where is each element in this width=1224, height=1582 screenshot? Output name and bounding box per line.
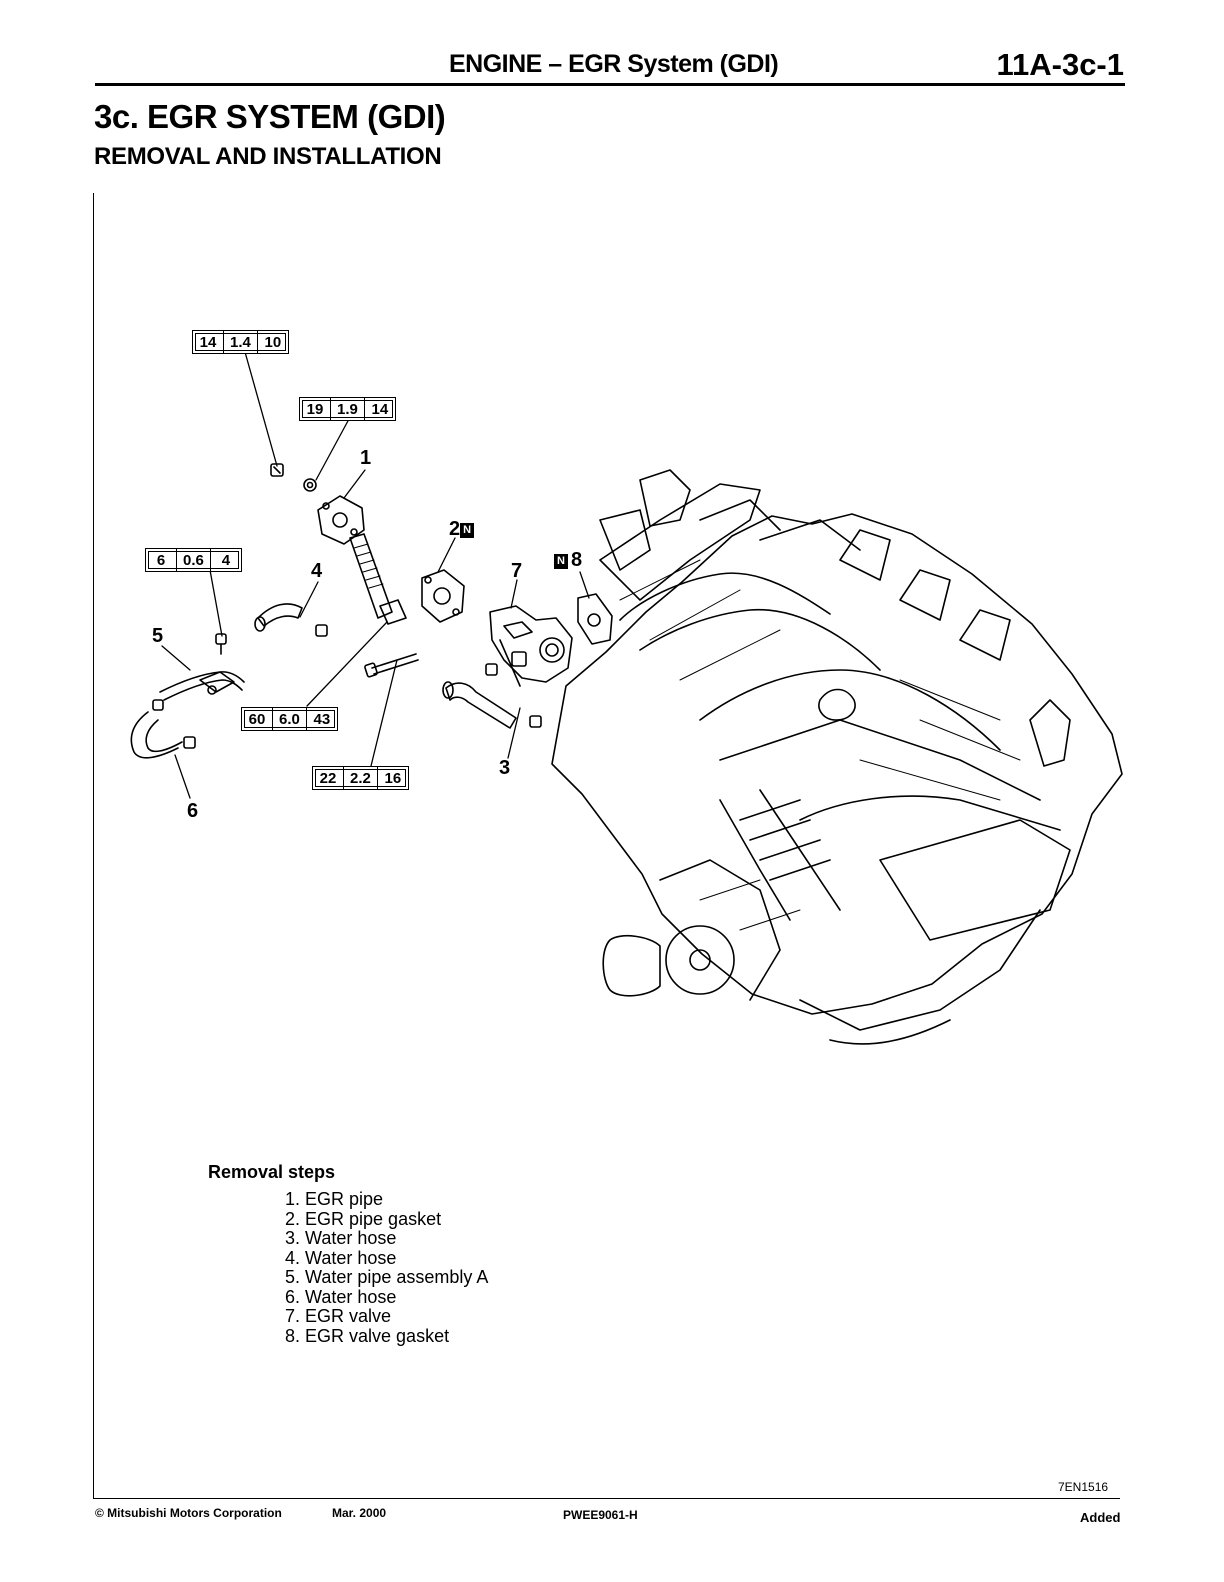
figure-code: 7EN1516 [1058,1480,1109,1494]
fasteners [152,463,542,749]
torque-spec-box: 14 1.4 10 [192,330,289,354]
removal-step: 1. EGR pipe [285,1189,384,1209]
new-part-mark-icon: N [460,523,475,538]
section-title: 3c. EGR SYSTEM (GDI) [94,98,446,135]
engine-block [551,469,1123,1045]
page-code: 11A-3c-1 [996,47,1124,82]
egr-pipe-gasket-part [421,569,465,623]
footer-status: Added [1080,1510,1121,1525]
torque-ftlb: 16 [376,767,408,789]
removal-step: 4. Water hose [285,1247,397,1268]
callout-6: 6 [187,800,199,822]
torque-nm: 60 [248,710,266,728]
callout-8-number: 8 [571,549,583,571]
water-hose-part-3 [442,681,517,729]
torque-nm: 19 [306,400,324,418]
callout-7: 7 [511,560,523,582]
torque-nm: 22 [319,769,337,787]
removal-step: 5. Water pipe assembly A [285,1267,489,1287]
torque-ftlb: 43 [305,708,337,730]
footer-date: Mar. 2000 [332,1506,387,1520]
torque-kgfm: 2.2 [343,767,377,789]
water-hose-part-6 [130,711,183,759]
header-rule [95,83,1125,86]
torque-spec-box: 6 0.6 4 [145,548,242,572]
removal-step: 8. EGR valve gasket [285,1325,450,1346]
torque-ftlb: 10 [256,331,288,353]
removal-step: 3. Water hose [285,1228,397,1248]
torque-kgfm: 6.0 [272,708,306,730]
frame-left-rule [93,193,94,1498]
callout-4: 4 [311,560,323,582]
torque-nm: 6 [156,551,166,569]
torque-spec-box: 19 1.9 14 [299,397,396,421]
egr-valve-gasket-part [577,593,613,645]
torque-ftlb: 4 [209,549,241,571]
callout-2-number: 2 [449,518,461,540]
stud-bolt-part [364,653,419,678]
footer-doc-number: PWEE9061-H [563,1508,638,1522]
removal-steps-list: 1. EGR pipe 2. EGR pipe gasket 3. Water … [285,1189,489,1346]
water-pipe-assembly-part [159,671,245,701]
torque-kgfm: 1.9 [330,398,364,420]
removal-step: 7. EGR valve [285,1306,392,1326]
torque-nm: 14 [199,333,217,351]
footer-copyright: © Mitsubishi Motors Corporation [95,1506,282,1520]
callout-1: 1 [360,447,372,469]
header-title: ENGINE – EGR System (GDI) [449,50,779,78]
frame-bottom-rule [93,1498,1120,1499]
removal-steps-title: Removal steps [208,1162,336,1182]
leader-lines [161,351,590,799]
removal-step: 2. EGR pipe gasket [285,1208,442,1229]
new-part-mark-icon: N [554,554,568,569]
torque-kgfm: 0.6 [176,549,210,571]
torque-ftlb: 14 [363,398,395,420]
removal-step: 6. Water hose [285,1286,397,1307]
water-hose-part-4 [254,603,303,632]
engine-detail [619,559,1021,931]
egr-pipe-part [317,495,407,625]
callout-5: 5 [152,625,164,647]
torque-spec-box: 60 6.0 43 [241,707,338,731]
torque-kgfm: 1.4 [223,331,257,353]
callout-3: 3 [499,757,511,779]
torque-spec-box: 22 2.2 16 [312,766,409,790]
section-subtitle: REMOVAL AND INSTALLATION [94,143,442,170]
egr-valve-part [489,605,573,687]
